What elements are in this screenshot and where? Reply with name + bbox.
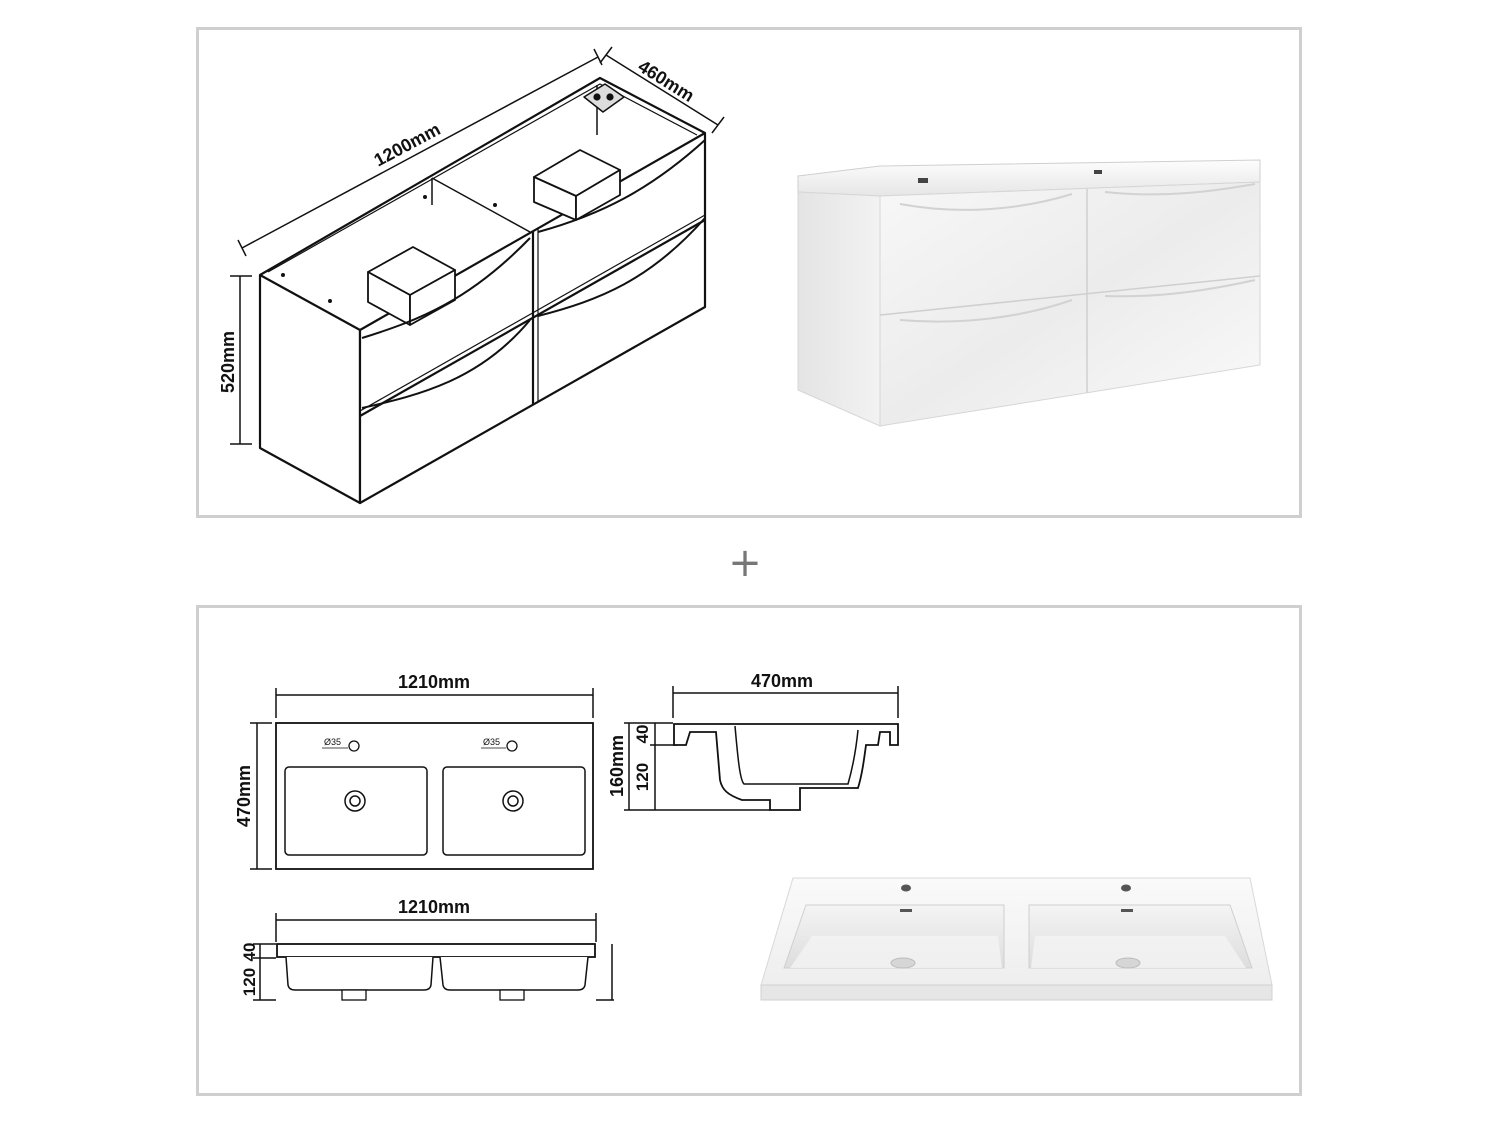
cabinet-height-dimension: 520mm <box>218 275 252 445</box>
basin-side-rim-label: 40 <box>633 725 652 744</box>
basin-top-view: 1210mm 470mm Ø35 Ø35 <box>234 672 594 870</box>
basin-top-depth-label: 470mm <box>234 765 254 827</box>
basin-side-height-label: 160mm <box>607 735 627 797</box>
cabinet-line-drawing: 1200mm 460mm 520mm <box>218 46 725 505</box>
cabinet-product-render <box>797 159 1261 427</box>
basin-side-depth-label: 470mm <box>751 671 813 691</box>
cabinet-depth-label: 460mm <box>635 56 698 106</box>
cabinet-width-label: 1200mm <box>371 119 444 170</box>
basin-front-view: 1210mm 40 120 <box>240 897 614 1001</box>
cabinet-height-label: 520mm <box>218 331 238 393</box>
basin-side-view: 470mm 160mm 40 120 <box>607 671 899 811</box>
basin-front-rim-label: 40 <box>240 943 259 962</box>
tap-hole-right-label: Ø35 <box>483 737 500 747</box>
cabinet-depth-dimension: 460mm <box>599 46 725 134</box>
cabinet-body <box>258 76 707 505</box>
basin-side-bowl-label: 120 <box>633 763 652 791</box>
basin-front-bowl-label: 120 <box>240 968 259 996</box>
basin-top-width-label: 1210mm <box>398 672 470 692</box>
plus-separator: + <box>728 540 762 586</box>
basin-product-render <box>760 877 1273 1001</box>
tap-hole-left-label: Ø35 <box>324 737 341 747</box>
basin-front-width-label: 1210mm <box>398 897 470 917</box>
